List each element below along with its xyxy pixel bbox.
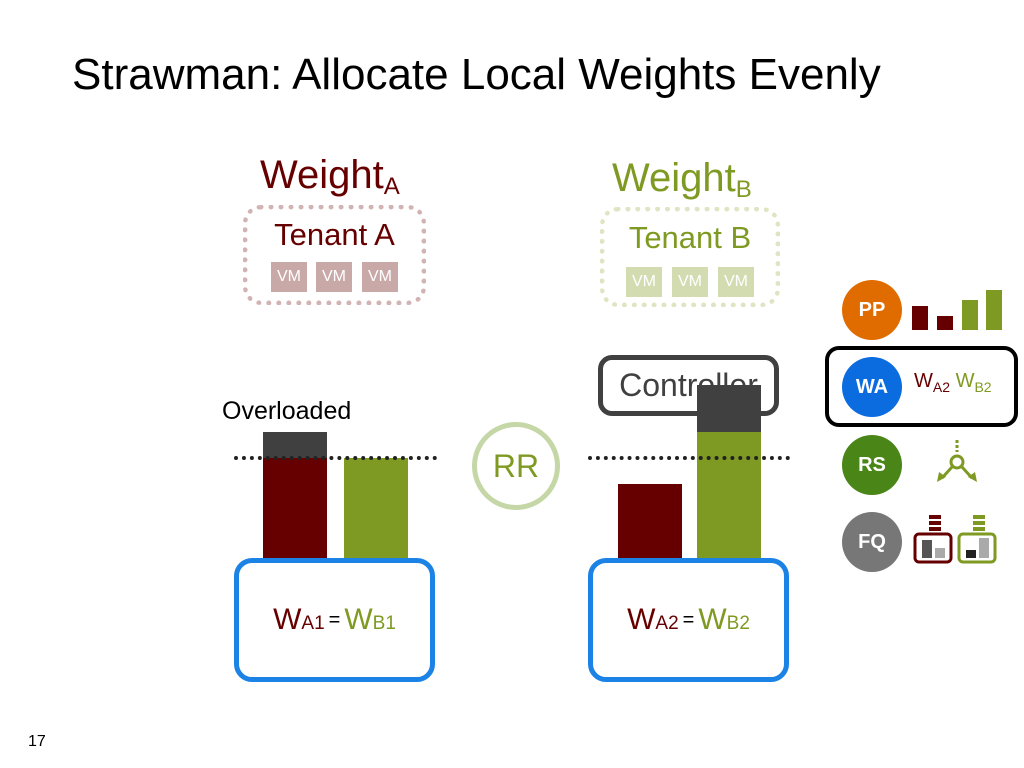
- fair-queue-icon: [913, 515, 997, 564]
- controller-box: Controller: [598, 355, 779, 416]
- right-wb-text: W: [698, 603, 727, 636]
- wa-w2-sub: B2: [974, 379, 992, 395]
- pp-circle: PP: [842, 280, 902, 340]
- right-wa-sub: A2: [655, 613, 679, 634]
- tenant-b-vm-1: VM: [626, 267, 662, 297]
- right-bar-b-overload: [697, 385, 761, 433]
- tenant-a-vm-1: VM: [271, 262, 307, 292]
- tenant-b-vm-2: VM: [672, 267, 708, 297]
- left-wa-text: W: [273, 603, 302, 636]
- left-bar-b: [344, 458, 408, 560]
- tenant-a-box: Tenant A VM VM VM: [243, 205, 426, 305]
- wa-w2: W: [955, 370, 975, 392]
- weight-b-label: WeightB: [612, 156, 752, 202]
- left-eq: =: [328, 608, 341, 631]
- fq-circle: FQ: [842, 512, 902, 572]
- right-bar-a: [618, 484, 682, 560]
- pp-bar-1: [912, 306, 928, 330]
- pp-bar-3: [962, 300, 978, 330]
- weight-a-sub: A: [383, 173, 400, 200]
- wa-highlight-box: [825, 346, 1018, 427]
- tenant-a-name: Tenant A: [274, 217, 395, 252]
- pp-label: PP: [858, 298, 886, 321]
- right-wb-sub: B2: [726, 613, 750, 634]
- left-capacity-line: [234, 456, 437, 460]
- rs-circle: RS: [842, 435, 902, 495]
- pp-bar-4: [986, 290, 1002, 330]
- tenant-b-box: Tenant B VM VM VM: [600, 207, 780, 307]
- rs-label: RS: [858, 453, 886, 476]
- right-bar-b: [697, 432, 761, 560]
- fq-label: FQ: [858, 530, 886, 553]
- wa-label: WA: [855, 375, 889, 398]
- left-bar-a: [263, 458, 327, 560]
- left-wb-sub: B1: [372, 613, 396, 634]
- right-wa-text: W: [627, 603, 656, 636]
- rr-circle: RR: [472, 422, 560, 510]
- right-capacity-line: [588, 456, 790, 460]
- tenant-a-vm-3: VM: [362, 262, 398, 292]
- wa-w1-sub: A2: [932, 379, 951, 395]
- wa-weights: WA2 WB2: [914, 370, 992, 395]
- wa-circle: WA: [842, 357, 902, 417]
- right-eq: =: [682, 608, 695, 631]
- left-wa-sub: A1: [301, 613, 325, 634]
- weight-b-text: Weight: [612, 156, 736, 200]
- overloaded-label: Overloaded: [222, 397, 352, 425]
- tenant-a-vm-2: VM: [316, 262, 352, 292]
- weight-a-text: Weight: [260, 153, 384, 197]
- weight-b-sub: B: [735, 176, 752, 203]
- round-robin-icon: [937, 440, 977, 482]
- slide-title: Strawman: Allocate Local Weights Evenly: [72, 50, 881, 99]
- wa-w1: W: [914, 370, 933, 392]
- weight-a-label: WeightA: [260, 153, 400, 199]
- tenant-b-vm-3: VM: [718, 267, 754, 297]
- tenant-b-name: Tenant B: [628, 220, 752, 255]
- page-number: 17: [28, 733, 46, 750]
- left-wb-text: W: [344, 603, 373, 636]
- pp-bar-2: [937, 316, 953, 330]
- rr-label: RR: [492, 447, 540, 484]
